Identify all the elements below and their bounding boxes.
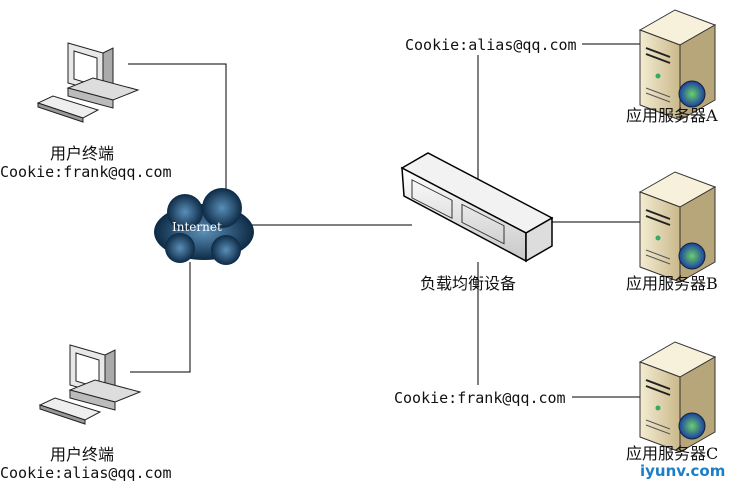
server-a-cookie: Cookie:alias@qq.com <box>405 36 577 54</box>
server-b-icon <box>639 171 716 283</box>
internet-cloud-icon <box>154 188 254 265</box>
server-b-label: 应用服务器B <box>626 274 718 293</box>
server-c-cookie: Cookie:frank@qq.com <box>394 389 566 407</box>
server-c-icon <box>639 341 716 453</box>
client-1-label: 用户终端 <box>50 144 115 163</box>
load-balancer-switch-icon <box>400 152 554 263</box>
server-a-label: 应用服务器A <box>626 106 718 125</box>
client-computer-icon <box>37 42 139 123</box>
watermark: iyunv.com <box>640 462 726 480</box>
client-2-label: 用户终端 <box>50 445 115 464</box>
server-c-label: 应用服务器C <box>626 444 719 463</box>
client-computer-icon <box>39 344 141 425</box>
connection-lines <box>128 43 640 398</box>
client-1-cookie: Cookie:frank@qq.com <box>0 163 172 181</box>
internet-label: Internet <box>172 220 222 234</box>
client-2-cookie: Cookie:alias@qq.com <box>0 464 172 482</box>
load-balancer-label: 负载均衡设备 <box>420 274 517 293</box>
